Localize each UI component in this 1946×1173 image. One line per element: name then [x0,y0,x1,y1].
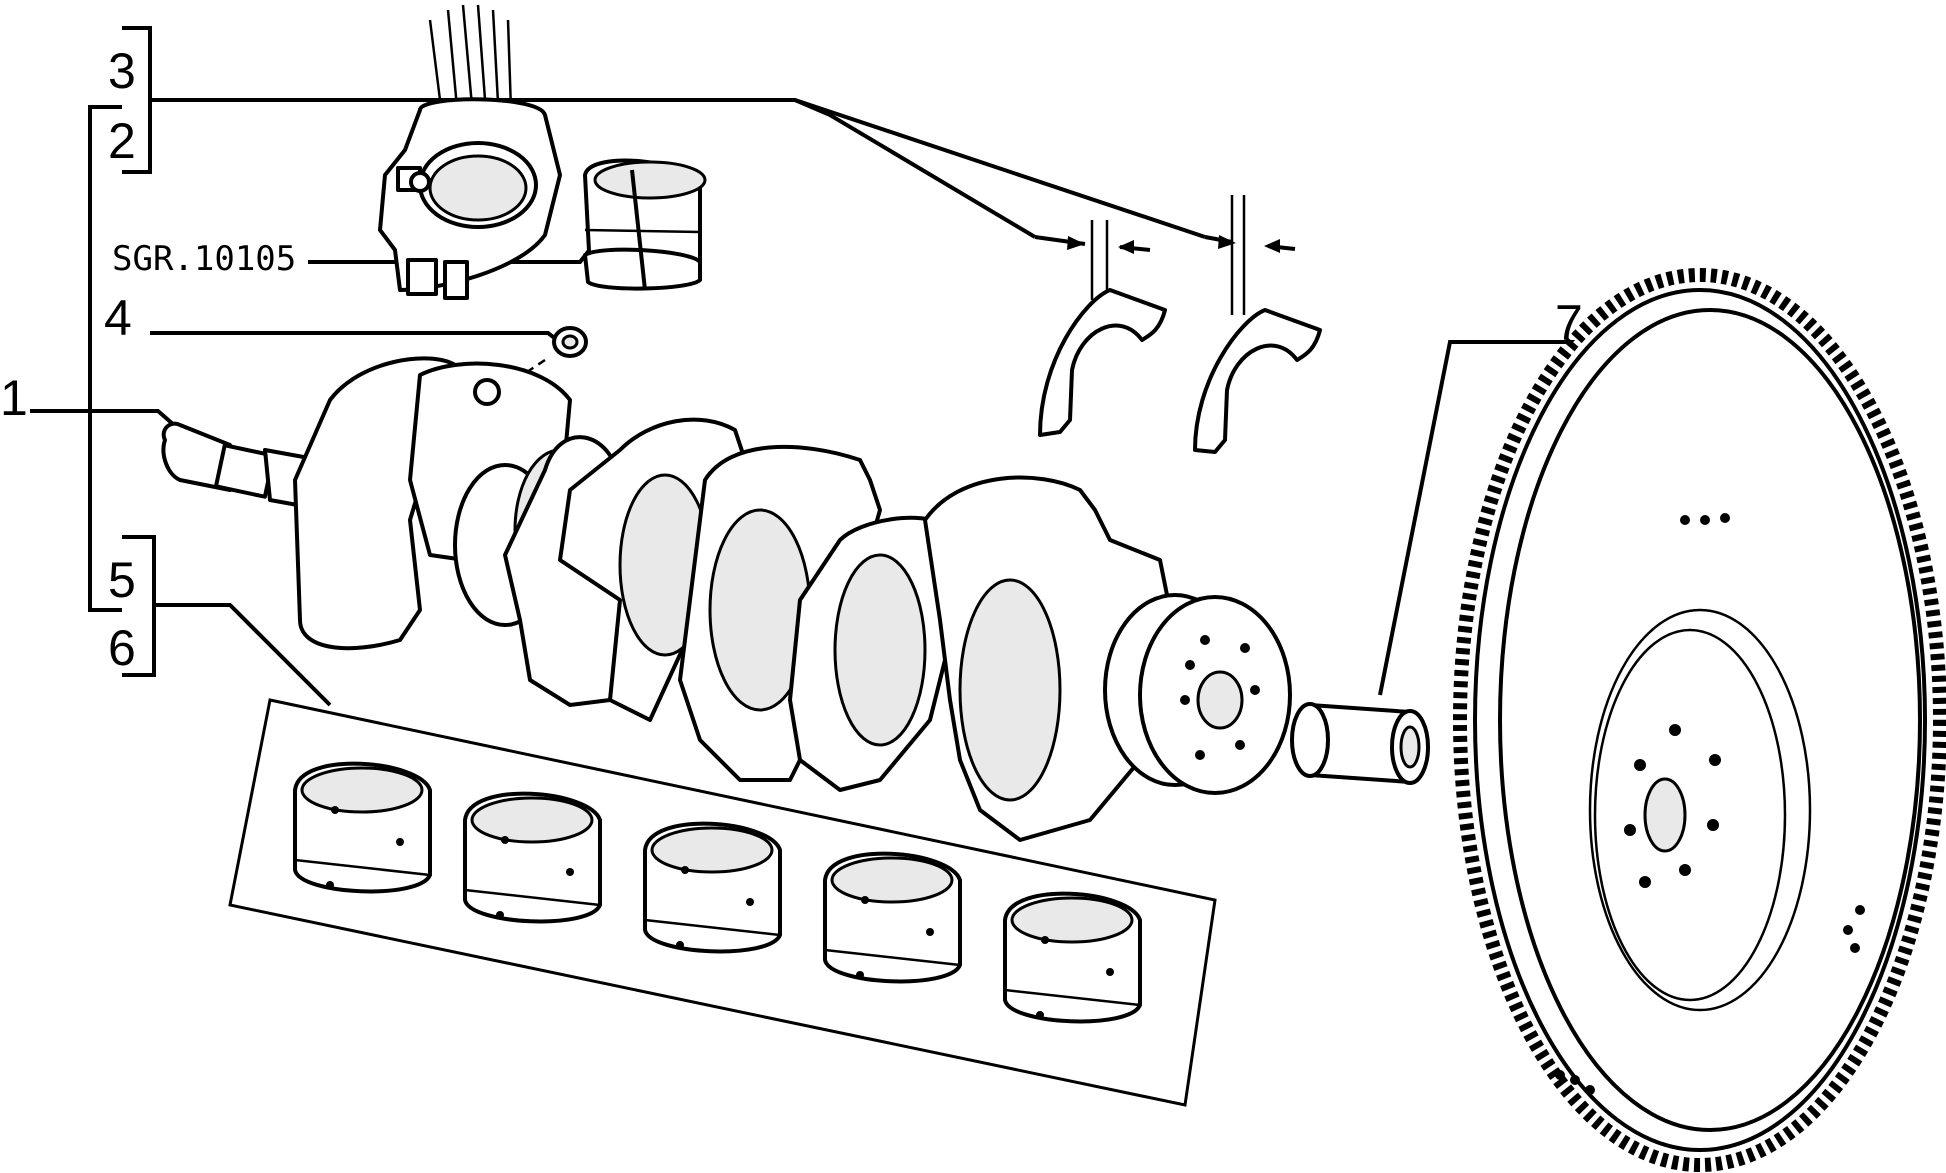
flywheel [1453,268,1946,1172]
main-bearing-shell-5 [1003,891,1142,1024]
main-bearing-shell-1 [293,761,432,894]
crankshaft [161,356,1292,842]
conrod-bearing-shell [583,158,707,291]
thrust-washers [1038,288,1322,454]
connecting-rod [378,4,562,300]
main-bearing-shell-2 [463,791,602,924]
main-bearing-shells-set [228,698,1217,1107]
nut [552,326,588,358]
callout-4: 4 [104,290,132,346]
callout-2: 2 [108,113,136,169]
part-code-label: SGR.10105 [112,239,296,279]
callout-5: 5 [108,552,136,608]
callout-6: 6 [108,620,136,676]
main-bearing-shell-3 [643,821,782,954]
callout-3: 3 [108,43,136,99]
pilot-bushing [1290,702,1430,785]
callout-1: 1 [0,370,28,426]
main-bearing-shell-4 [823,851,962,984]
